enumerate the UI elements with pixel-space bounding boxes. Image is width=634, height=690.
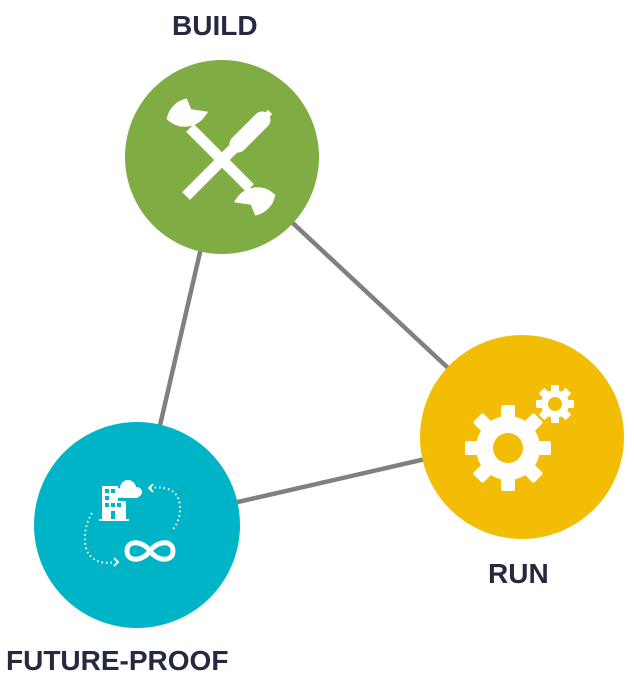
cloud-icon xyxy=(115,480,142,498)
run-label: RUN xyxy=(488,558,549,589)
build-label: BUILD xyxy=(172,10,258,41)
wrench-screwdriver-icon xyxy=(166,98,276,216)
future-proof-node xyxy=(34,422,240,628)
cycle-arrow-bottom xyxy=(83,512,116,564)
building-cloud-infinity-icon xyxy=(83,480,182,567)
cycle-arrow-top xyxy=(149,486,182,531)
future-proof-label: FUTURE-PROOF xyxy=(6,645,229,676)
gears-icon xyxy=(465,385,574,491)
infinity-icon xyxy=(124,540,176,562)
